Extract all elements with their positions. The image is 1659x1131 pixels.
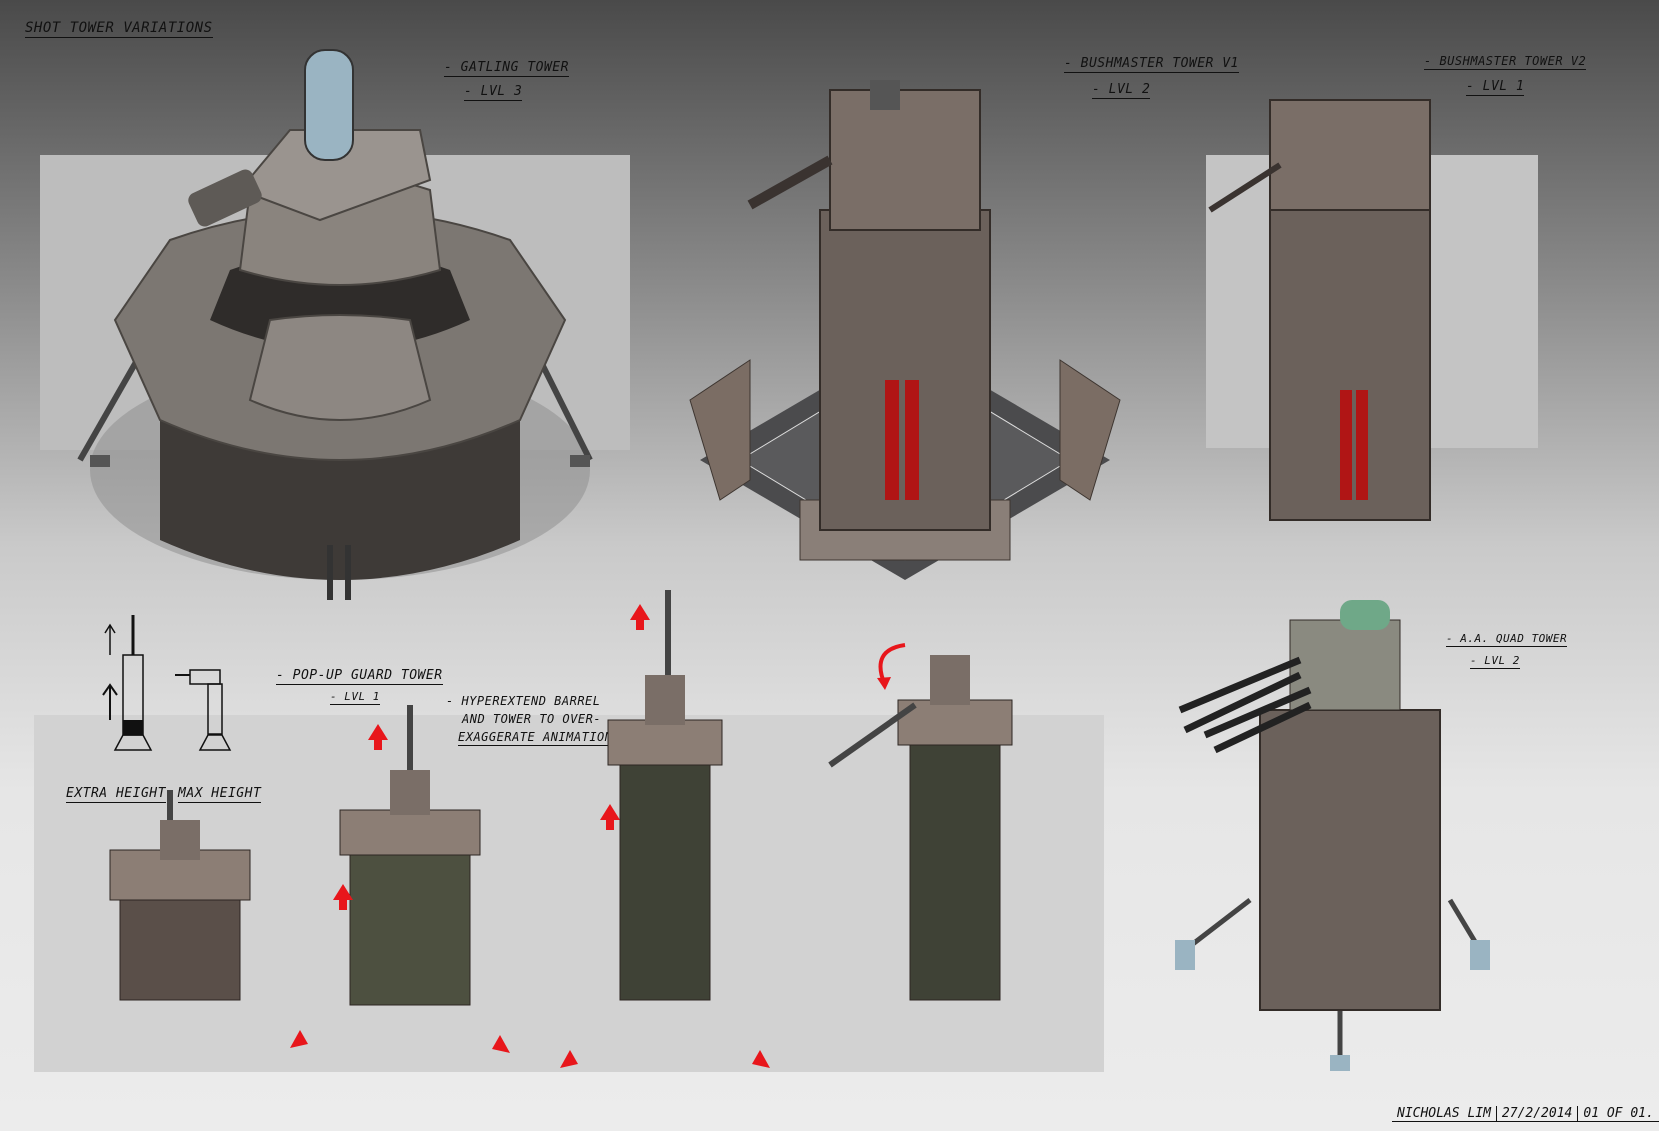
bushmaster-v2-level-label: - LVL 1 [1466, 79, 1525, 96]
bushmaster-v2-name-label: - BUSHMASTER TOWER V2 [1424, 54, 1587, 70]
bushmaster-v2-illustration [1208, 99, 1431, 521]
author-name: NICHOLAS LIM [1392, 1106, 1497, 1122]
page-number: 01 OF 01. [1578, 1106, 1659, 1122]
aa-quad-name-label: - A.A. QUAD TOWER [1446, 632, 1568, 647]
aa-quad-level-label: - LVL 2 [1470, 654, 1520, 669]
note-line-2: AND TOWER TO OVER- [462, 712, 602, 726]
extra-height-label: EXTRA HEIGHT [66, 786, 166, 803]
popup-guard-level-label: - LVL 1 [330, 690, 380, 705]
note-line-1: - HYPEREXTEND BARREL [446, 694, 601, 708]
note-line-3: EXAGGERATE ANIMATION. [458, 730, 621, 746]
max-height-label: MAX HEIGHT [178, 786, 262, 803]
bushmaster-v1-level-label: - LVL 2 [1092, 82, 1151, 99]
gatling-level-label: - LVL 3 [464, 84, 523, 101]
gatling-name-label: - GATLING TOWER [444, 60, 569, 77]
aa-quad-tower-illustration [1175, 600, 1490, 1071]
bushmaster-v1-name-label: - BUSHMASTER TOWER V1 [1064, 56, 1239, 73]
sheet-title: SHOT TOWER VARIATIONS [25, 20, 213, 38]
height-diagram-sketch [102, 615, 232, 751]
date: 27/2/2014 [1496, 1106, 1579, 1122]
bushmaster-v1-illustration [689, 80, 1121, 580]
popup-guard-sequence [109, 590, 1013, 1068]
popup-guard-name-label: - POP-UP GUARD TOWER [276, 668, 443, 685]
gatling-tower-illustration [77, 49, 593, 600]
